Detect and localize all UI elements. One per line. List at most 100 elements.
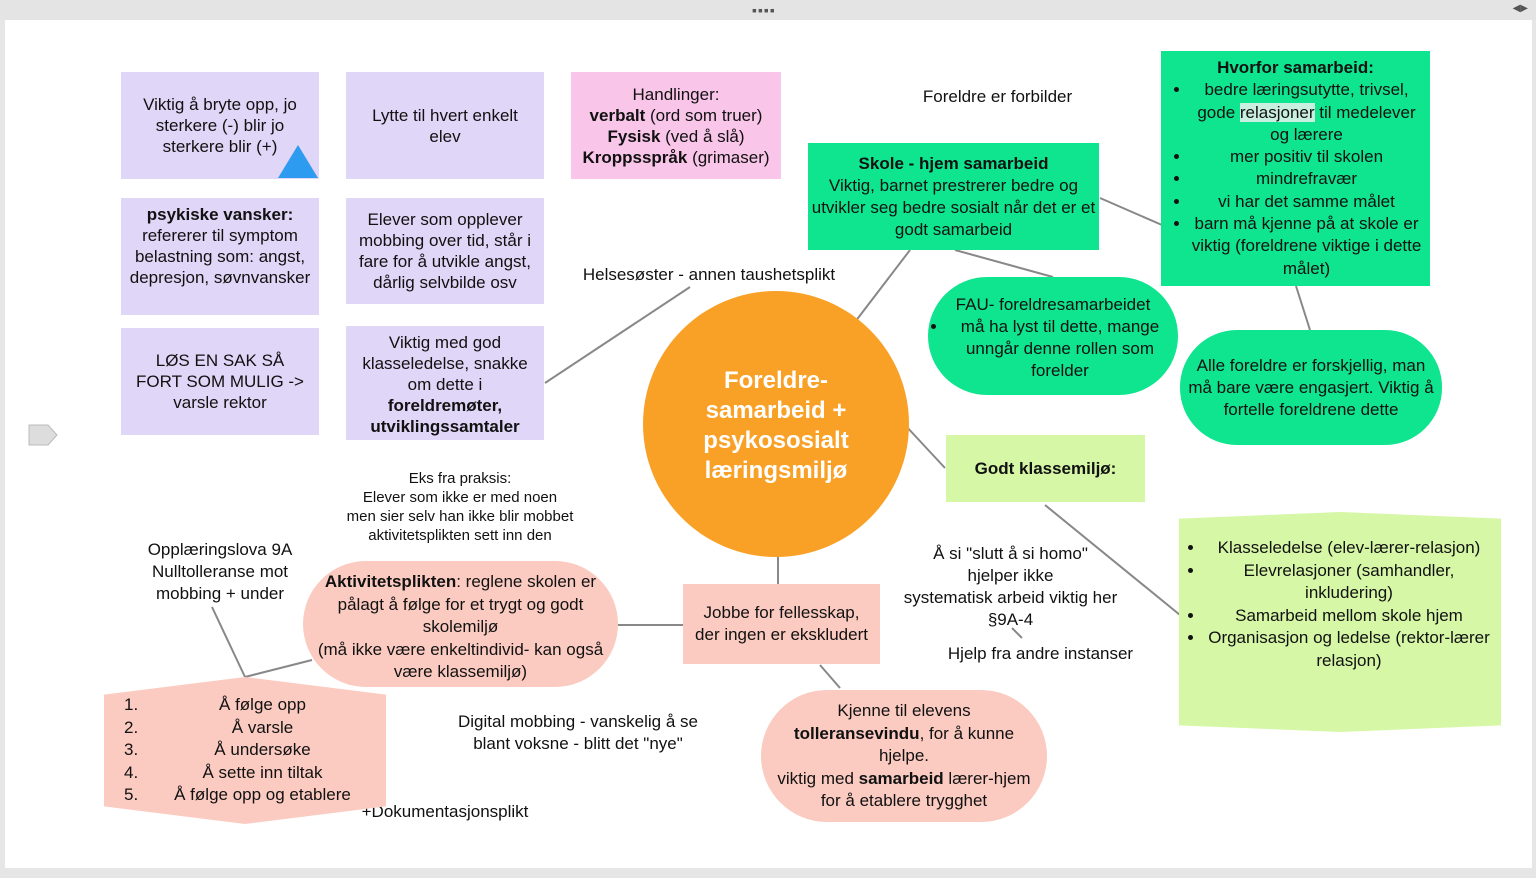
step-label: Å følge opp og etablere — [174, 785, 351, 804]
kjenne-line1: Kjenne til elevens — [837, 701, 971, 720]
side-tab-icon[interactable] — [28, 423, 58, 447]
collapse-arrows-icon[interactable]: ◀▶ — [1512, 3, 1528, 14]
kjenne-line3-rest: lærer-hjem for å etablere trygghet — [820, 768, 1031, 811]
eks-line4: aktivitetsplikten sett inn den — [368, 527, 552, 544]
note-bryte-opp-text: Viktig å bryte opp, jo sterkere (-) blir… — [143, 95, 297, 156]
step-label: Å undersøke — [214, 740, 311, 759]
step-number: 3. — [124, 740, 139, 759]
note-mobbing-text: Elever som opplever mobbing over tid, st… — [359, 210, 531, 292]
fau-list: må ha lyst til dette, mange unngår denne… — [934, 316, 1172, 382]
homo-line2: hjelper ikke — [967, 566, 1054, 585]
step-label: Å sette inn tiltak — [202, 762, 323, 782]
center-title-line1: Foreldre- — [724, 367, 828, 394]
handlinger-fysisk-desc: (ved å slå) — [660, 127, 745, 146]
klassemiljo-item: Klasseledelse (elev-lærer-relasjon) — [1205, 537, 1493, 560]
note-kjenne-elevens[interactable]: Kjenne til elevens tolleransevindu, for … — [761, 690, 1047, 822]
note-mobbing-over-tid[interactable]: Elever som opplever mobbing over tid, st… — [346, 198, 544, 304]
note-lytte[interactable]: Lytte til hvert enkelt elev — [346, 72, 544, 179]
step-row: 5.Å følge opp og etablere — [104, 784, 386, 807]
aktivitet-title: Aktivitetsplikten — [324, 572, 457, 591]
text-foreldre-forbilder[interactable]: Foreldre er forbilder — [922, 87, 1073, 106]
center-title-line4: læringsmiljø — [705, 457, 848, 484]
note-lytte-text: Lytte til hvert enkelt elev — [372, 105, 518, 146]
note-godt-klassemiljo[interactable]: Godt klassemiljø: — [946, 435, 1145, 502]
hvorfor-item: vi har det samme målet — [1191, 191, 1422, 213]
kjenne-tolleransevindu: tolleransevindu — [793, 723, 920, 743]
text-dokumentasjonsplikt[interactable]: +Dokumentasjonsplikt — [361, 802, 529, 821]
ledelse-foreldremoter: foreldremøter, — [387, 396, 503, 415]
note-steps[interactable]: 1.Å følge opp 2.Å varsle 3.Å undersøke 4… — [104, 677, 386, 824]
hvorfor-item: barn må kjenne på at skole er viktig (fo… — [1191, 213, 1422, 280]
digital-line2: blant voksne - blitt det "nye" — [473, 734, 683, 753]
center-title-line2: samarbeid + — [706, 397, 847, 424]
aktivitet-text: : reglene skolen er pålagt å følge for e… — [337, 572, 597, 636]
drag-handle-icon[interactable]: ▪▪▪▪ — [752, 2, 776, 18]
skole-title: Skole - hjem samarbeid — [858, 154, 1049, 173]
step-label: Å varsle — [231, 717, 294, 737]
center-node[interactable]: Foreldre- samarbeid + psykososialt lærin… — [642, 290, 910, 558]
opp-line2: Nulltolleranse mot — [151, 562, 289, 581]
note-klassemiljo-faktorer[interactable]: Klasseledelse (elev-lærer-relasjon) Elev… — [1179, 512, 1501, 732]
kjenne-line3: viktig med — [777, 768, 859, 788]
triangle-icon — [278, 145, 318, 178]
note-hvorfor-samarbeid[interactable]: Hvorfor samarbeid: bedre læringsutytte, … — [1161, 51, 1430, 286]
kjenne-samarbeid: samarbeid — [858, 768, 944, 788]
digital-line1: Digital mobbing - vanskelig å se — [457, 712, 698, 731]
skole-body: Viktig, barnet prestrerer bedre og utvik… — [811, 176, 1096, 239]
note-los-en-sak[interactable]: LØS EN SAK SÅ FORT SOM MULIG -> varsle r… — [121, 328, 319, 435]
eks-line3: men sier selv han ikke blir mobbet — [346, 508, 574, 525]
note-alle-foreldre[interactable]: Alle foreldre er forskjellig, man må bar… — [1180, 330, 1442, 445]
note-klasseledelse[interactable]: Viktig med god klasseledelse, snakke om … — [346, 326, 544, 440]
note-psykiske-vansker[interactable]: psykiske vansker: refererer til symptom … — [121, 198, 319, 315]
hvorfor-item: mindrefravær — [1191, 168, 1422, 190]
ledelse-text: Viktig med god klasseledelse, snakke om … — [362, 333, 528, 394]
note-jobbe-fellesskap[interactable]: Jobbe for fellesskap, der ingen er ekskl… — [683, 584, 880, 664]
text-digital-mobbing[interactable]: Digital mobbing - vanskelig å se blant v… — [432, 711, 724, 755]
hvorfor-item: mer positiv til skolen — [1191, 146, 1422, 168]
step-row: 2. Å varsle — [104, 717, 386, 740]
hvorfor-item1-b: til medelever og lærere — [1270, 102, 1416, 144]
step-number: 1. — [124, 695, 139, 714]
step-number: 2. — [124, 717, 139, 737]
alle-foreldre-text: Alle foreldre er forskjellig, man må bar… — [1188, 355, 1434, 419]
homo-line4: §9A-4 — [987, 610, 1034, 629]
note-los-text: LØS EN SAK SÅ FORT SOM MULIG -> varsle r… — [136, 351, 304, 412]
text-slutt-si-homo[interactable]: Å si "slutt å si homo" hjelper ikke syst… — [878, 543, 1143, 631]
note-fau[interactable]: FAU- foreldresamarbeidet må ha lyst til … — [928, 277, 1178, 395]
text-eks-fra-praksis[interactable]: Eks fra praksis: Elever som ikke er med … — [330, 469, 590, 545]
handlinger-title: Handlinger: — [632, 85, 720, 104]
klassemiljo-item: Samarbeid mellom skole hjem — [1205, 605, 1493, 628]
step-row: 4. Å sette inn tiltak — [104, 762, 386, 785]
eks-line2: Elever som ikke er med noen — [362, 489, 558, 506]
handlinger-kroppssprak-desc: (grimaser) — [687, 148, 770, 167]
klassemiljo-item: Elevrelasjoner (samhandler, inkludering) — [1205, 560, 1493, 605]
hvorfor-item1-highlight: relasjoner — [1239, 102, 1315, 122]
klassemiljo-list: Klasseledelse (elev-lærer-relasjon) Elev… — [1187, 537, 1493, 672]
opp-line3: mobbing + under — [155, 584, 285, 603]
handlinger-kroppssprak: Kroppsspråk — [582, 148, 688, 167]
step-row: 3. Å undersøke — [104, 739, 386, 762]
hvorfor-item1-a: bedre læringsutytte, trivsel, gode — [1197, 80, 1409, 122]
hvorfor-item: bedre læringsutytte, trivsel, gode relas… — [1191, 79, 1422, 146]
hvorfor-title: Hvorfor samarbeid: — [1217, 58, 1374, 77]
klassemiljo-item: Organisasjon og ledelse (rektor-lærer re… — [1205, 627, 1493, 672]
aktivitet-paren: (må ikke være enkeltindivid- kan også væ… — [317, 639, 604, 682]
ledelse-utviklingssamtaler: utviklingssamtaler — [370, 417, 520, 436]
eks-line1: Eks fra praksis: — [408, 470, 512, 487]
step-number: 4. — [124, 762, 139, 782]
text-hjelp-andre-instanser[interactable]: Hjelp fra andre instanser — [947, 644, 1134, 663]
hvorfor-list: bedre læringsutytte, trivsel, gode relas… — [1169, 79, 1422, 280]
note-aktivitetsplikten[interactable]: Aktivitetsplikten: reglene skolen er pål… — [303, 561, 618, 687]
note-skole-hjem[interactable]: Skole - hjem samarbeid Viktig, barnet pr… — [808, 143, 1099, 250]
jobbe-text: Jobbe for fellesskap, der ingen er ekskl… — [695, 603, 868, 644]
text-helsesoster[interactable]: Helsesøster - annen taushetsplikt — [582, 265, 836, 284]
handlinger-verbalt: verbalt — [589, 106, 646, 125]
note-bryte-opp[interactable]: Viktig å bryte opp, jo sterkere (-) blir… — [121, 72, 319, 179]
fau-item: må ha lyst til dette, mange unngår denne… — [948, 316, 1172, 382]
note-handlinger[interactable]: Handlinger: verbalt (ord som truer) Fysi… — [571, 72, 781, 179]
opp-line1: Opplæringslova 9A — [147, 540, 293, 559]
homo-line3: systematisk arbeid viktig her — [903, 588, 1118, 607]
text-opplaeringslova[interactable]: Opplæringslova 9A Nulltolleranse mot mob… — [110, 539, 330, 605]
psykiske-title: psykiske vansker: — [146, 205, 294, 224]
